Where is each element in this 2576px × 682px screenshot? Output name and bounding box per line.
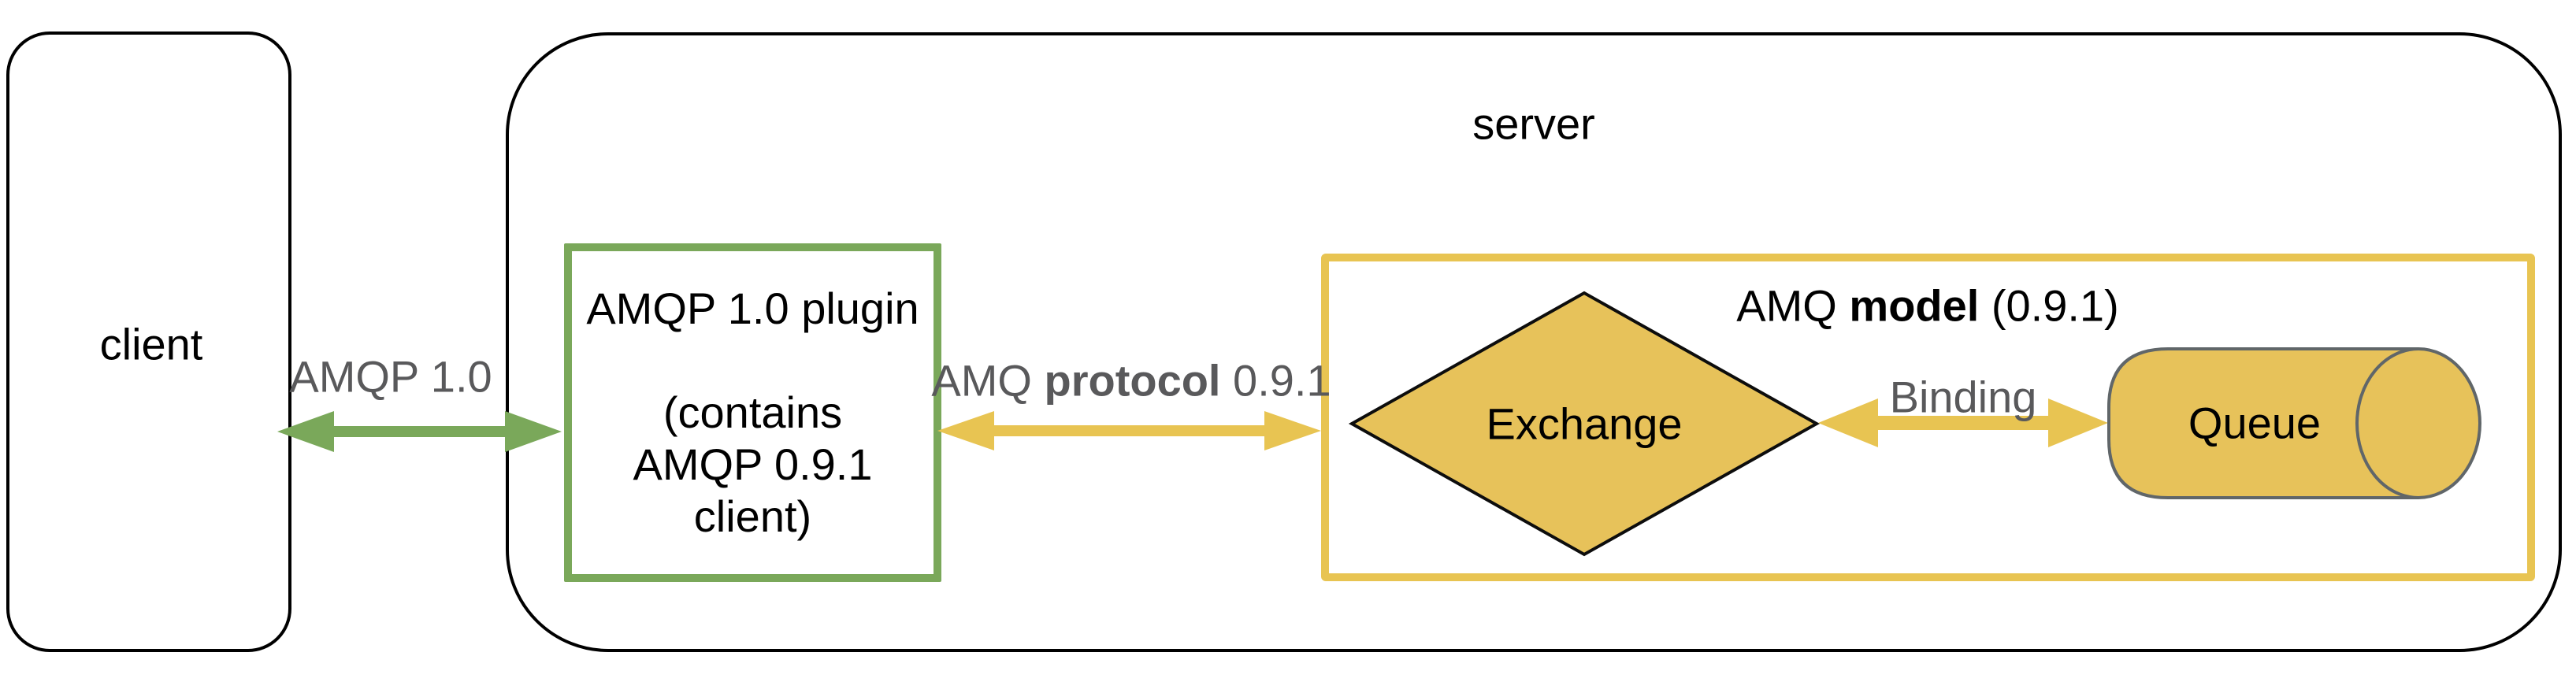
protocol-label-bold: protocol [1044, 355, 1221, 406]
client-box [6, 32, 291, 652]
exchange-label: Exchange [1486, 398, 1683, 449]
client-label: client [99, 319, 203, 369]
plugin-subtitle-line-2: AMQP 0.9.1 [633, 439, 873, 489]
amq-protocol-connection-label: AMQ protocol 0.9.1 [931, 355, 1331, 406]
plugin-subtitle-line-3: client) [693, 491, 812, 541]
plugin-title: AMQP 1.0 plugin [586, 284, 919, 333]
amq-model-box [1321, 254, 2535, 581]
protocol-label-suffix: 0.9.1 [1220, 355, 1331, 406]
model-title-suffix: (0.9.1) [1979, 280, 2119, 331]
binding-connection-label: Binding [1889, 372, 2037, 422]
protocol-label-prefix: AMQ [931, 355, 1045, 406]
plugin-subtitle-line-1: (contains [663, 387, 843, 437]
model-title-prefix: AMQ [1736, 280, 1850, 331]
amqp-plugin-box: AMQP 1.0 plugin (contains AMQP 0.9.1 cli… [564, 243, 941, 582]
server-label: server [1472, 98, 1595, 149]
amq-model-title: AMQ model (0.9.1) [1736, 280, 2118, 332]
model-title-bold: model [1849, 280, 1980, 331]
amqp10-connection-label: AMQP 1.0 [289, 351, 492, 402]
queue-label: Queue [2188, 398, 2322, 448]
